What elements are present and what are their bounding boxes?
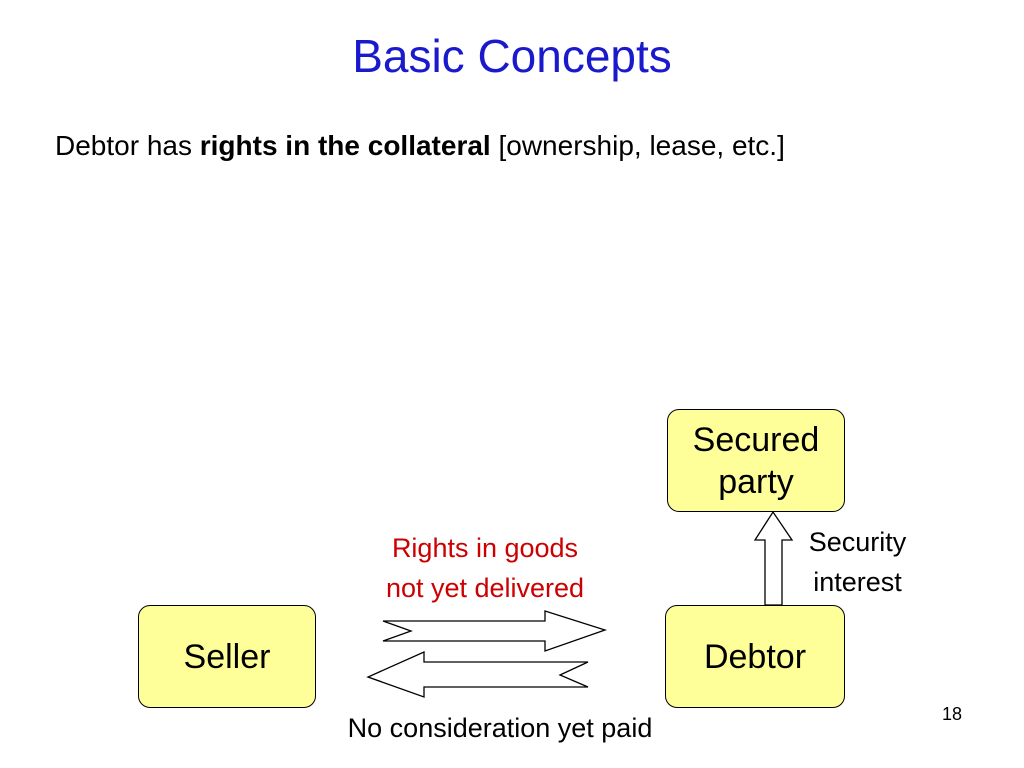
no-consideration-label: No consideration yet paid bbox=[347, 713, 653, 743]
arrow-right bbox=[382, 610, 608, 652]
security-interest-label: Security interest bbox=[785, 522, 930, 602]
secured-party-line2: party bbox=[718, 462, 794, 501]
security-line2: interest bbox=[813, 567, 902, 597]
secured-party-label: Secured party bbox=[693, 419, 820, 503]
seller-label: Seller bbox=[183, 637, 271, 676]
bullet-bold: rights in the collateral bbox=[199, 130, 491, 161]
debtor-box: Debtor bbox=[665, 605, 845, 708]
arrow-left bbox=[366, 650, 589, 698]
rights-label: Rights in goods not yet delivered bbox=[330, 528, 640, 608]
seller-box: Seller bbox=[138, 605, 316, 708]
bullet-text: Debtor has rights in the collateral [own… bbox=[55, 128, 785, 164]
secured-party-box: Secured party bbox=[667, 409, 845, 512]
bullet-prefix: Debtor has bbox=[55, 130, 200, 161]
slide-title: Basic Concepts bbox=[352, 30, 672, 82]
rights-line2: not yet delivered bbox=[385, 573, 585, 603]
debtor-label: Debtor bbox=[703, 637, 807, 676]
page-number: 18 bbox=[941, 704, 963, 724]
security-line1: Security bbox=[808, 527, 907, 557]
arrow-up bbox=[753, 510, 794, 606]
secured-party-line1: Secured bbox=[692, 420, 820, 459]
bullet-suffix: [ownership, lease, etc.] bbox=[490, 130, 785, 161]
rights-line1: Rights in goods bbox=[391, 533, 579, 563]
